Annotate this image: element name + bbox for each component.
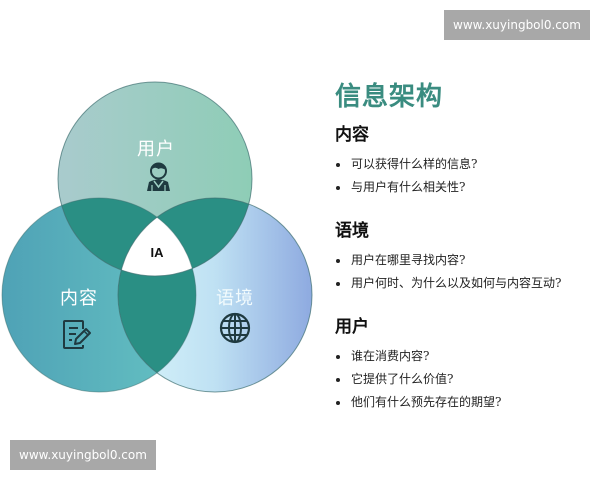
section-heading: 用户 xyxy=(335,317,369,337)
bullet-list: 用户在哪里寻找内容? 用户何时、为什么以及如何与内容互动? xyxy=(335,249,561,295)
list-item: 用户何时、为什么以及如何与内容互动? xyxy=(335,272,561,295)
bullet-icon xyxy=(336,401,340,405)
watermark-bottom: www.xuyingbol0.com xyxy=(10,440,156,470)
center-intersection xyxy=(118,198,196,276)
list-item-text: 可以获得什么样的信息? xyxy=(351,157,478,171)
bullet-icon xyxy=(336,282,340,286)
user-icon xyxy=(147,162,170,191)
bullet-icon xyxy=(336,355,340,359)
bullet-icon xyxy=(336,186,340,190)
bullet-icon xyxy=(336,259,340,263)
list-item-text: 谁在消费内容? xyxy=(351,349,430,363)
list-item-text: 他们有什么预先存在的期望? xyxy=(351,395,502,409)
bullet-list: 可以获得什么样的信息? 与用户有什么相关性? xyxy=(335,153,477,199)
list-item: 他们有什么预先存在的期望? xyxy=(335,391,501,414)
document-edit-icon xyxy=(63,320,91,349)
info-panel: 信息架构 内容 可以获得什么样的信息? 与用户有什么相关性? 语境 用户在哪里寻… xyxy=(335,80,595,409)
list-item-text: 与用户有什么相关性? xyxy=(351,180,466,194)
bullet-icon xyxy=(336,378,340,382)
list-item: 它提供了什么价值? xyxy=(335,368,501,391)
venn-diagram: 用户 内容 语境 IA xyxy=(0,0,320,420)
list-item-text: 它提供了什么价值? xyxy=(351,372,454,386)
list-item: 用户在哪里寻找内容? xyxy=(335,249,561,272)
watermark-top: www.xuyingbol0.com xyxy=(444,10,590,40)
section-heading: 语境 xyxy=(335,221,369,241)
list-item: 可以获得什么样的信息? xyxy=(335,153,477,176)
list-item-text: 用户何时、为什么以及如何与内容互动? xyxy=(351,276,562,290)
globe-icon xyxy=(219,312,251,344)
section-heading: 内容 xyxy=(335,125,369,145)
section-context: 语境 用户在哪里寻找内容? 用户何时、为什么以及如何与内容互动? xyxy=(335,220,561,295)
list-item-text: 用户在哪里寻找内容? xyxy=(351,253,466,267)
section-users: 用户 谁在消费内容? 它提供了什么价值? 他们有什么预先存在的期望? xyxy=(335,316,501,414)
bullet-list: 谁在消费内容? 它提供了什么价值? 他们有什么预先存在的期望? xyxy=(335,345,501,414)
section-content: 内容 可以获得什么样的信息? 与用户有什么相关性? xyxy=(335,124,477,199)
circle-label-user: 用户 xyxy=(137,139,175,160)
panel-title: 信息架构 xyxy=(335,82,444,112)
list-item: 与用户有什么相关性? xyxy=(335,176,477,199)
center-label-ia: IA xyxy=(150,245,164,260)
list-item: 谁在消费内容? xyxy=(335,345,501,368)
bullet-icon xyxy=(336,163,340,167)
venn-graphic xyxy=(1,81,313,393)
circle-label-content: 内容 xyxy=(60,288,98,309)
circle-label-context: 语境 xyxy=(216,288,254,309)
